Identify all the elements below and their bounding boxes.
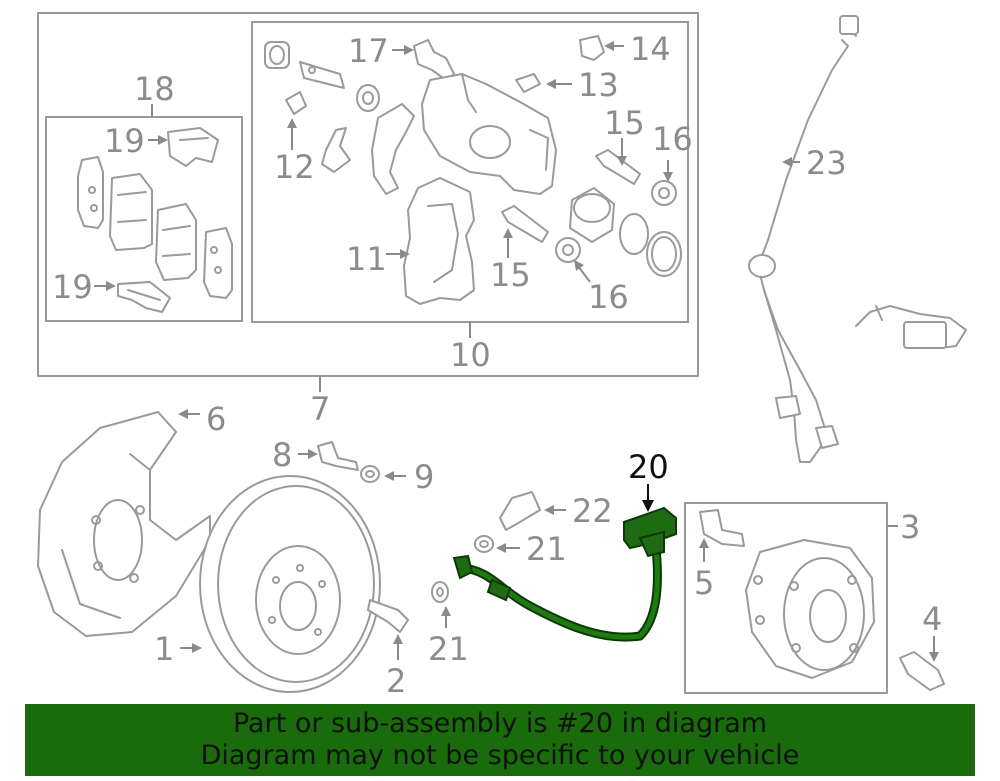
dust-shield xyxy=(37,411,211,637)
banner-line-part-number: Part or sub-assembly is #20 in diagram xyxy=(232,708,768,739)
callout-11: 11 xyxy=(346,240,387,278)
caliper-spring-plate xyxy=(371,103,415,195)
callout-21-bottom: 21 xyxy=(428,630,469,668)
brake-hose-highlighted xyxy=(452,506,677,642)
callout-9: 9 xyxy=(414,458,434,496)
callout-14: 14 xyxy=(630,30,671,68)
callout-1: 1 xyxy=(154,630,174,668)
caliper-assembly-frame xyxy=(37,12,699,377)
callout-22: 22 xyxy=(572,492,613,530)
callout-19-top: 19 xyxy=(104,122,145,160)
caliper-small-parts xyxy=(264,35,605,173)
slide-pins xyxy=(501,149,641,243)
callout-19-bottom: 19 xyxy=(52,268,93,306)
callout-12: 12 xyxy=(274,148,315,186)
callout-23: 23 xyxy=(806,144,847,182)
callout-20: 20 xyxy=(628,448,669,486)
callout-13: 13 xyxy=(578,66,619,104)
brake-pads xyxy=(77,156,233,299)
info-banner: Part or sub-assembly is #20 in diagram D… xyxy=(25,704,975,776)
hub-frame xyxy=(684,502,888,694)
banner-line-disclaimer: Diagram may not be specific to your vehi… xyxy=(200,740,800,771)
pad-kit-frame xyxy=(45,116,243,322)
brake-rotor xyxy=(199,475,381,693)
callout-15-top: 15 xyxy=(604,104,645,142)
callout-17: 17 xyxy=(348,32,389,70)
pin-boots xyxy=(555,180,677,263)
callout-4: 4 xyxy=(922,600,942,638)
hardware-bolts xyxy=(317,441,541,633)
callout-18: 18 xyxy=(134,70,175,108)
hub-assembly xyxy=(699,509,945,691)
callout-16-top: 16 xyxy=(652,120,693,158)
callout-7: 7 xyxy=(310,390,330,428)
callout-16-bottom: 16 xyxy=(588,278,629,316)
callout-8: 8 xyxy=(272,436,292,474)
callout-2: 2 xyxy=(386,662,406,700)
callout-5: 5 xyxy=(694,564,714,602)
callout-10: 10 xyxy=(450,336,491,374)
piston-and-seals xyxy=(569,187,682,277)
callout-6: 6 xyxy=(206,400,226,438)
caliper-bracket xyxy=(403,177,475,305)
leader-arrows xyxy=(94,41,939,662)
callout-21-top: 21 xyxy=(526,530,567,568)
callout-15-bottom: 15 xyxy=(490,256,531,294)
callout-labels: 17 14 13 18 19 12 15 16 23 11 15 16 19 1… xyxy=(52,30,942,700)
wheel-speed-sensor xyxy=(748,15,967,463)
pad-clips xyxy=(117,127,219,313)
callout-3: 3 xyxy=(900,508,920,546)
caliper-body xyxy=(421,73,557,195)
